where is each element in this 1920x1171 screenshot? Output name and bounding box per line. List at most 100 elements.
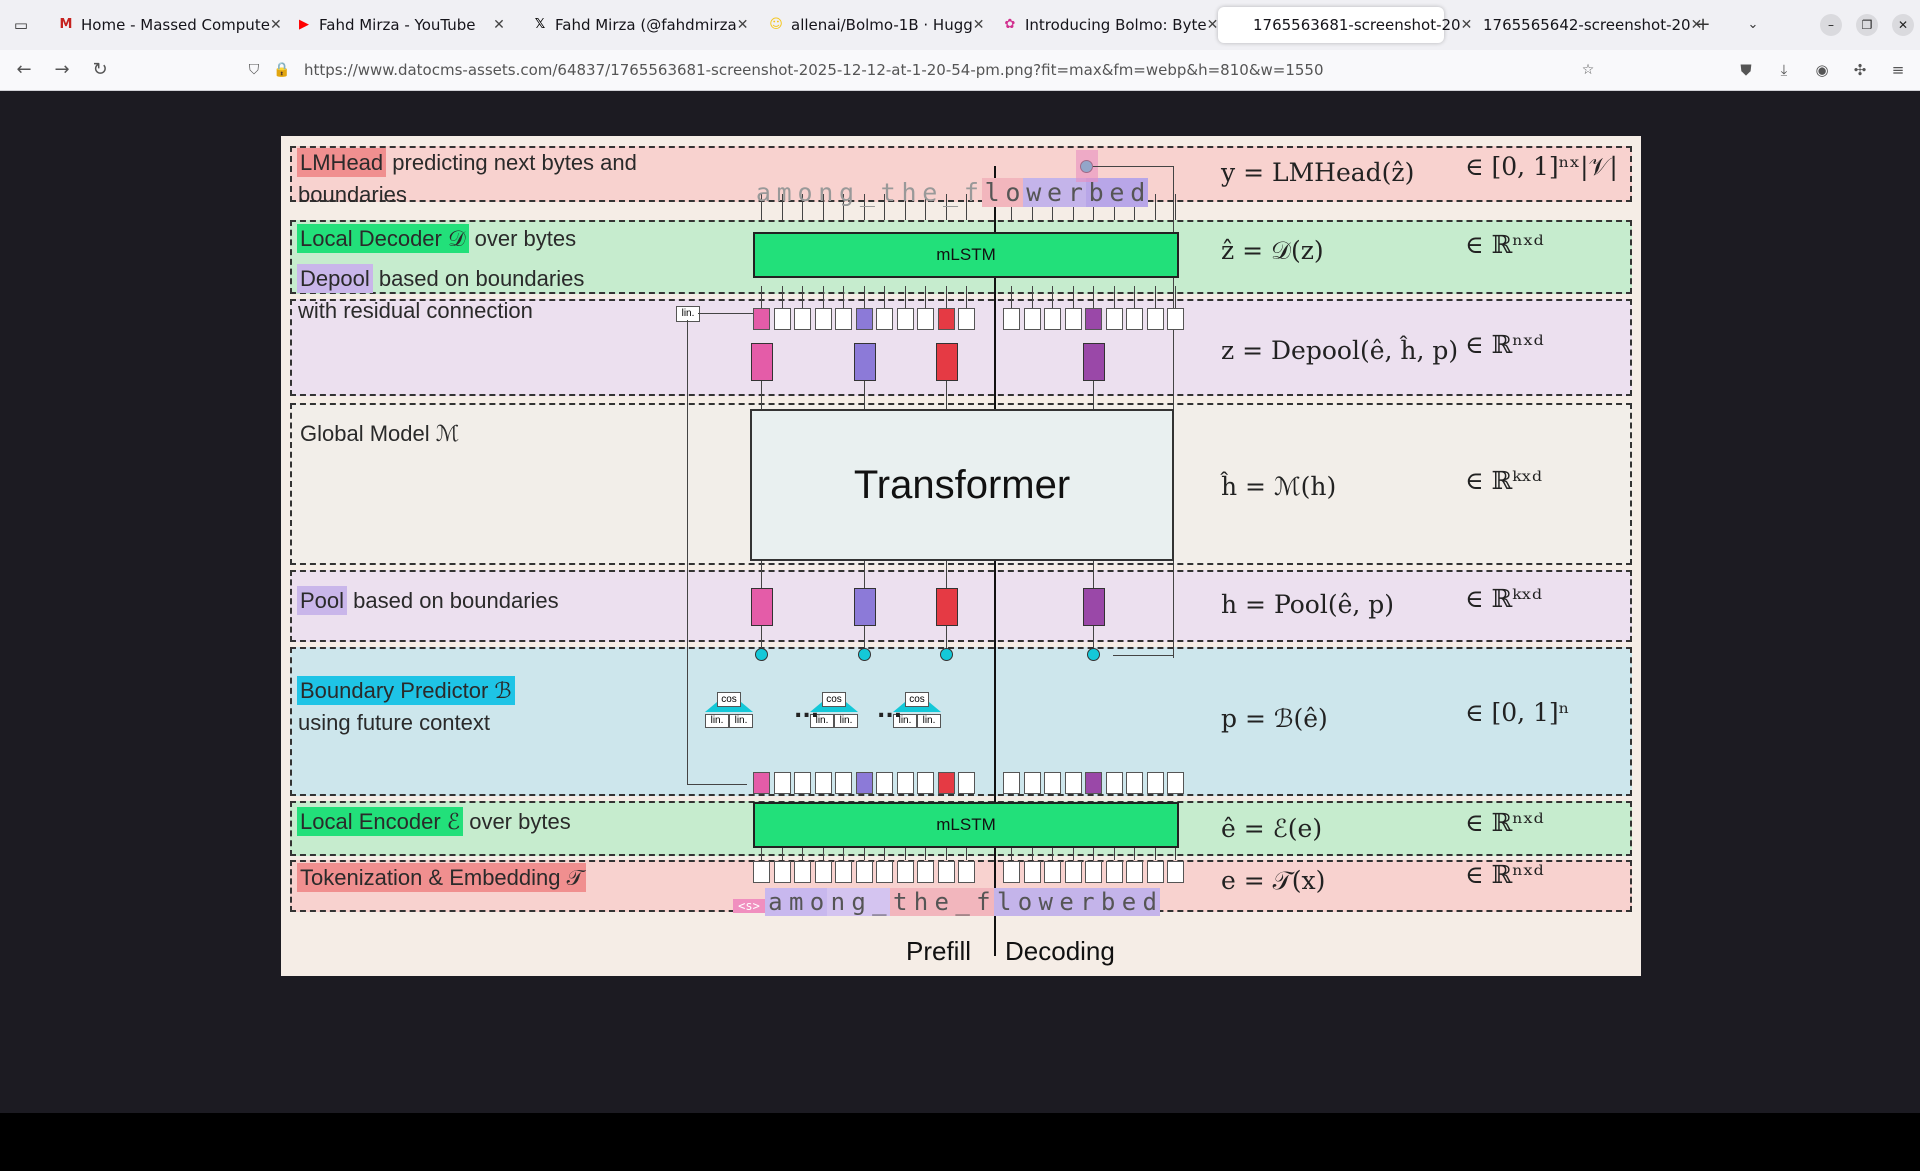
encoder-output-cell [1085, 772, 1102, 794]
lin-box: lin. [893, 714, 917, 728]
tab-close-icon[interactable]: ✕ [1690, 17, 1703, 33]
embedding-cell [1085, 861, 1102, 883]
decoder-connector [1052, 286, 1053, 308]
shield-icon[interactable]: ⛉ [248, 62, 260, 78]
minimize-button[interactable]: – [1820, 14, 1842, 36]
embedding-cell [876, 861, 893, 883]
output-connector [884, 194, 885, 220]
tab-close-icon[interactable]: ✕ [1460, 17, 1473, 33]
input-char: r [1076, 888, 1098, 916]
menu-icon[interactable]: ≡ [1891, 61, 1905, 79]
restore-button[interactable]: ❐ [1856, 14, 1878, 36]
output-char: r [1064, 178, 1086, 207]
tab-close-icon[interactable]: ✕ [493, 17, 505, 33]
output-connector [822, 194, 824, 220]
embedding-cell [773, 861, 791, 883]
tab-close-icon[interactable]: ✕ [269, 17, 282, 33]
output-char: o [1002, 178, 1024, 207]
embedding-cell [1126, 861, 1143, 883]
extensions-icon[interactable]: ✣ [1853, 61, 1867, 79]
tab-overview-icon[interactable]: ▭ [13, 16, 29, 34]
encoder-output-cell [1167, 772, 1184, 794]
prefill-label: Prefill [906, 936, 972, 966]
tab-7[interactable]: 1765565642-screenshot-20✕ [1448, 7, 1702, 43]
output-char: _ [943, 178, 959, 207]
encoder-output-cell [1023, 772, 1041, 794]
pool-boundary-link [863, 626, 865, 650]
close-window-button[interactable]: ✕ [1892, 14, 1914, 36]
embedding-cell [896, 861, 914, 883]
pool-vector [751, 588, 773, 626]
bookmark-star-icon[interactable]: ☆ [1581, 62, 1595, 78]
tab-4[interactable]: ☺allenai/Bolmo-1B · Hugg✕ [756, 7, 984, 43]
depool-cell [753, 308, 770, 330]
boundary-dot [755, 648, 768, 661]
tab-title: 1765563681-screenshot-20 [1253, 16, 1461, 34]
residual-line-bottom [687, 784, 747, 785]
equation-5: h = Pool(ê, p) [1221, 590, 1395, 619]
output-char: _ [859, 178, 875, 207]
lin-box: lin. [810, 714, 834, 728]
output-char: e [1106, 178, 1128, 207]
embedding-cell [1146, 861, 1164, 883]
cos-box: cos [905, 692, 929, 707]
local-decoder-mlstm: mLSTM [753, 232, 1179, 278]
url-text[interactable]: https://www.datocms-assets.com/64837/176… [304, 61, 1324, 79]
output-connector [1011, 194, 1012, 220]
depool-cell [835, 308, 852, 330]
pool-link [863, 556, 865, 588]
boundary-dot [857, 648, 871, 661]
embedding-cell [753, 861, 770, 883]
embedding-cell [855, 861, 873, 883]
decoder-connector [781, 286, 783, 308]
layer-description: based on boundaries [347, 588, 559, 613]
x-icon: 𝕏 [534, 17, 546, 32]
domain-3: ∈ ℝⁿˣᵈ [1465, 330, 1544, 359]
tab-6[interactable]: 1765563681-screenshot-20✕ [1218, 7, 1472, 43]
depool-cell [1085, 308, 1102, 330]
tab-close-icon[interactable]: ✕ [1206, 17, 1219, 33]
ai2-icon: ✿ [1004, 17, 1016, 32]
downloads-icon[interactable]: ⤓ [1780, 61, 1788, 79]
navigation-bar: ← → ↻ ⛉ 🔒 https://www.datocms-assets.com… [0, 50, 1920, 91]
new-tab-button[interactable]: + [1695, 14, 1711, 35]
list-tabs-chevron-icon[interactable]: ⌄ [1747, 17, 1759, 32]
input-char: m [785, 888, 807, 916]
encoder-output-cell [937, 772, 955, 794]
ellipsis: ... [794, 698, 820, 723]
prefill-decoding-divider [994, 166, 996, 956]
layer-name: Global Model ℳ [300, 421, 460, 446]
layer-name: Tokenization & Embedding 𝒯 [297, 863, 587, 892]
forward-icon[interactable]: → [54, 59, 70, 80]
encoder-output-cell [773, 772, 791, 794]
embedding-cell [958, 861, 975, 883]
tab-2[interactable]: ▶Fahd Mirza - YouTube✕ [284, 7, 510, 43]
input-char: t [889, 888, 911, 916]
reload-icon[interactable]: ↻ [92, 59, 108, 80]
address-bar[interactable]: ⛉ 🔒 https://www.datocms-assets.com/64837… [244, 57, 1596, 83]
blank-favicon-icon [1460, 17, 1476, 33]
lock-icon[interactable]: 🔒 [273, 62, 291, 78]
pocket-icon[interactable]: ⛊ [1740, 61, 1752, 79]
residual-line [687, 320, 688, 784]
pool-link [945, 556, 947, 588]
depool-link [863, 381, 865, 415]
back-icon[interactable]: ← [16, 59, 32, 80]
tab-5[interactable]: ✿Introducing Bolmo: Byte✕ [990, 7, 1219, 43]
layer-label-7: Local Encoder ℰ over bytes [297, 807, 571, 836]
tab-close-icon[interactable]: ✕ [972, 17, 985, 33]
pool-vector [853, 588, 876, 626]
input-char: n [827, 888, 849, 916]
tab-close-icon[interactable]: ✕ [736, 17, 749, 33]
depool-cell [1023, 308, 1041, 330]
equation-2: ẑ = 𝒟(z) [1221, 236, 1324, 265]
embedding-cell [1105, 861, 1123, 883]
decoder-connector [843, 286, 844, 308]
output-connector [863, 194, 865, 220]
account-icon[interactable]: ◉ [1815, 61, 1829, 79]
